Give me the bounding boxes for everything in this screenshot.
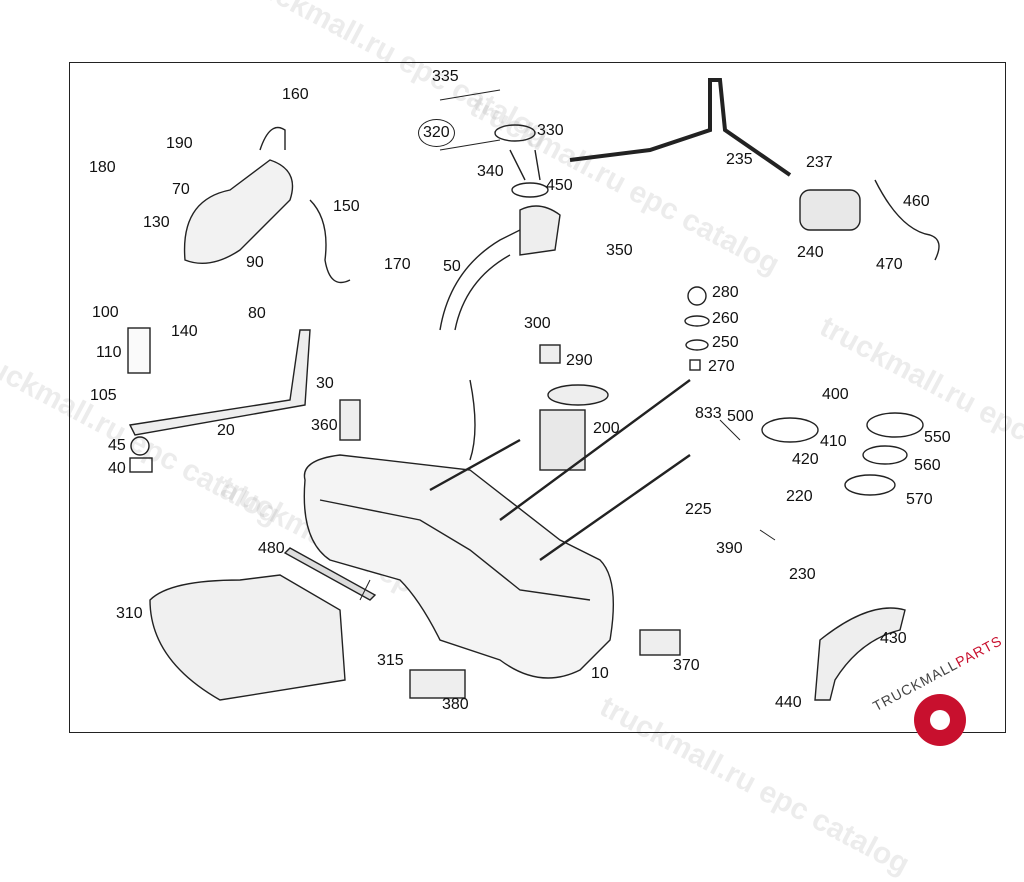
callout-550: 550 xyxy=(924,429,951,446)
callout-270: 270 xyxy=(708,358,735,375)
callout-470: 470 xyxy=(876,256,903,273)
callout-40: 40 xyxy=(108,460,126,477)
callout-280: 280 xyxy=(712,284,739,301)
callout-230: 230 xyxy=(789,566,816,583)
callout-30: 30 xyxy=(316,375,334,392)
callout-330: 330 xyxy=(537,122,564,139)
callout-45: 45 xyxy=(108,437,126,454)
callout-50: 50 xyxy=(443,258,461,275)
callout-80: 80 xyxy=(248,305,266,322)
callout-420: 420 xyxy=(792,451,819,468)
callout-340: 340 xyxy=(477,163,504,180)
callout-240: 240 xyxy=(797,244,824,261)
callout-260: 260 xyxy=(712,310,739,327)
callout-480: 480 xyxy=(258,540,285,557)
callout-390: 390 xyxy=(716,540,743,557)
callout-833: 833 xyxy=(695,405,722,422)
parts-drawing xyxy=(127,78,940,701)
callout-300: 300 xyxy=(524,315,551,332)
filler-tube xyxy=(183,159,294,264)
strap xyxy=(128,329,311,436)
callout-10: 10 xyxy=(591,665,609,682)
callout-290: 290 xyxy=(566,352,593,369)
callout-370: 370 xyxy=(673,657,700,674)
callout-90: 90 xyxy=(246,254,264,271)
heat-shield xyxy=(149,574,346,701)
callout-450: 450 xyxy=(546,177,573,194)
callout-225: 225 xyxy=(685,501,712,518)
callout-430: 430 xyxy=(880,630,907,647)
diagram-frame xyxy=(69,62,1006,733)
callout-380: 380 xyxy=(442,696,469,713)
fuel-tank xyxy=(303,454,614,679)
callout-440: 440 xyxy=(775,694,802,711)
callout-410: 410 xyxy=(820,433,847,450)
callout-360: 360 xyxy=(311,417,338,434)
callout-190: 190 xyxy=(166,135,193,152)
callout-160: 160 xyxy=(282,86,309,103)
callout-200: 200 xyxy=(593,420,620,437)
callout-130: 130 xyxy=(143,214,170,231)
callout-20: 20 xyxy=(217,422,235,439)
callout-235: 235 xyxy=(726,151,753,168)
callout-350: 350 xyxy=(606,242,633,259)
callout-335: 335 xyxy=(432,68,459,85)
callout-320: 320 xyxy=(418,119,455,147)
callout-70: 70 xyxy=(172,181,190,198)
callout-250: 250 xyxy=(712,334,739,351)
callout-500: 500 xyxy=(727,408,754,425)
callout-105: 105 xyxy=(90,387,117,404)
callout-460: 460 xyxy=(903,193,930,210)
callout-170: 170 xyxy=(384,256,411,273)
callout-180: 180 xyxy=(89,159,116,176)
callout-110: 110 xyxy=(96,344,122,361)
callout-220: 220 xyxy=(786,488,813,505)
truckmall-logo-icon xyxy=(914,694,966,746)
filler-neck xyxy=(439,219,541,461)
callout-315: 315 xyxy=(377,652,404,669)
callout-140: 140 xyxy=(171,323,198,340)
callout-237: 237 xyxy=(806,154,833,171)
callout-150: 150 xyxy=(333,198,360,215)
callout-400: 400 xyxy=(822,386,849,403)
fuel-pump xyxy=(539,409,586,471)
callout-560: 560 xyxy=(914,457,941,474)
callout-310: 310 xyxy=(116,605,143,622)
callout-570: 570 xyxy=(906,491,933,508)
callout-100: 100 xyxy=(92,304,119,321)
